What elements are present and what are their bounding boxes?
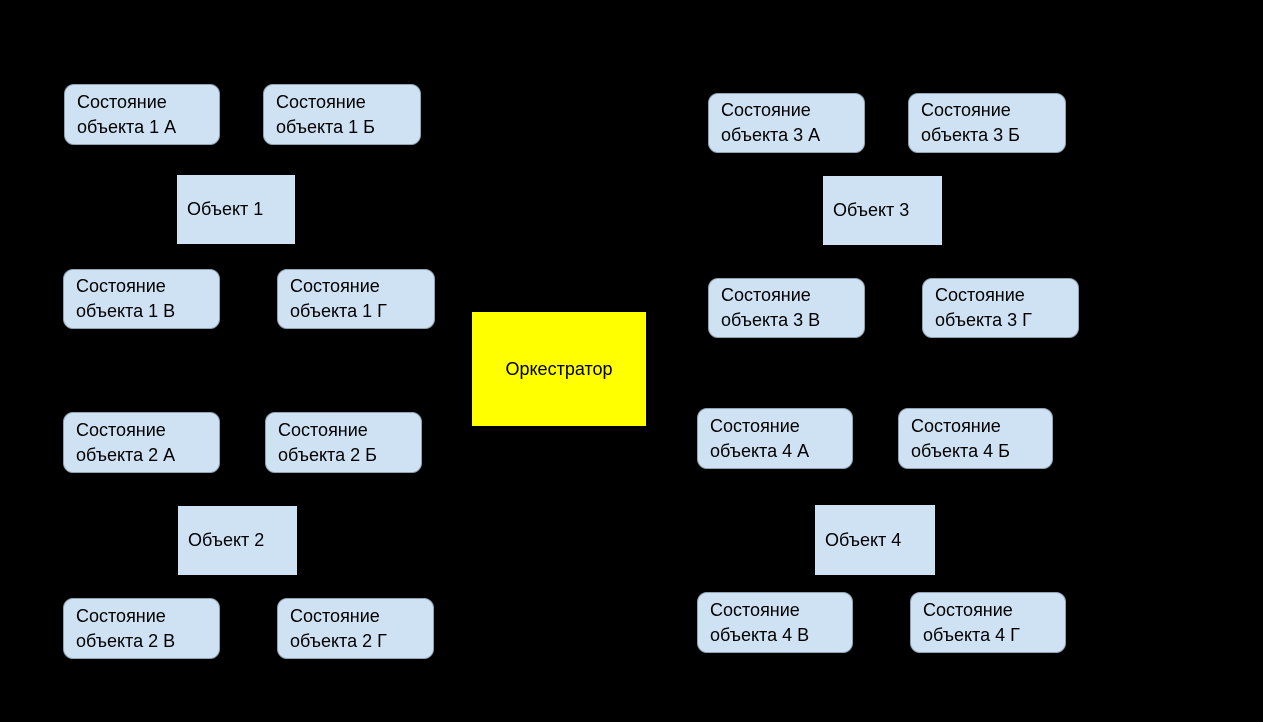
state-box-2-v: Состояние объекта 2 В	[63, 598, 220, 659]
state-label: Состояние объекта 4 Б	[911, 415, 1010, 461]
state-label: Состояние объекта 1 Б	[276, 91, 375, 137]
state-box-3-b: Состояние объекта 3 Б	[908, 93, 1066, 153]
state-box-3-g: Состояние объекта 3 Г	[922, 278, 1079, 338]
orchestrator-box: Оркестратор	[472, 312, 646, 426]
state-label: Состояние объекта 3 А	[721, 100, 821, 145]
state-box-3-v: Состояние объекта 3 В	[708, 278, 865, 338]
state-box-2-g: Состояние объекта 2 Г	[277, 598, 434, 659]
state-box-4-a: Состояние объекта 4 А	[697, 408, 853, 469]
state-box-4-g: Состояние объекта 4 Г	[910, 592, 1066, 653]
state-label: Состояние объекта 2 А	[76, 419, 176, 465]
state-box-3-a: Состояние объекта 3 А	[708, 93, 865, 153]
state-label: Состояние объекта 3 В	[721, 285, 821, 330]
state-box-4-b: Состояние объекта 4 Б	[898, 408, 1053, 469]
object-label: Объект 2	[188, 530, 265, 550]
state-box-2-b: Состояние объекта 2 Б	[265, 412, 422, 473]
object-label: Объект 4	[825, 529, 902, 550]
object-box-1: Объект 1	[177, 175, 295, 244]
object-box-4: Объект 4	[815, 505, 935, 575]
state-label: Состояние объекта 3 Г	[935, 285, 1032, 330]
state-label: Состояние объекта 4 А	[710, 415, 810, 461]
object-label: Объект 3	[833, 200, 910, 220]
state-box-1-b: Состояние объекта 1 Б	[263, 84, 421, 145]
object-label: Объект 1	[187, 199, 264, 219]
state-label: Состояние объекта 3 Б	[921, 100, 1020, 145]
state-label: Состояние объекта 2 В	[76, 605, 176, 651]
state-label: Состояние объекта 1 А	[77, 91, 177, 137]
orchestrator-label: Оркестратор	[505, 358, 613, 379]
state-label: Состояние объекта 2 Г	[290, 605, 387, 651]
state-box-1-a: Состояние объекта 1 А	[64, 84, 220, 145]
state-label: Состояние объекта 1 В	[76, 276, 176, 321]
state-box-4-v: Состояние объекта 4 В	[697, 592, 853, 653]
state-label: Состояние объекта 4 В	[710, 599, 810, 645]
state-label: Состояние объекта 4 Г	[923, 599, 1020, 645]
state-box-1-v: Состояние объекта 1 В	[63, 269, 220, 329]
object-box-2: Объект 2	[178, 506, 297, 575]
object-box-3: Объект 3	[823, 176, 942, 245]
state-box-1-g: Состояние объекта 1 Г	[277, 269, 435, 329]
state-label: Состояние объекта 2 Б	[278, 419, 377, 465]
state-label: Состояние объекта 1 Г	[290, 276, 387, 321]
state-box-2-a: Состояние объекта 2 А	[63, 412, 220, 473]
